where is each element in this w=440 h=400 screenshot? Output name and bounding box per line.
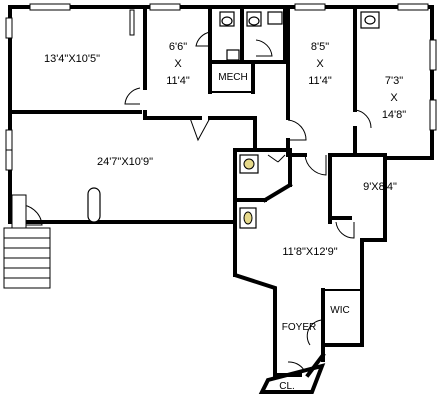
door-ne-bedroom-2 xyxy=(354,109,372,129)
room-bedroom-ne1-line2: X xyxy=(316,58,324,70)
closet-label: CL. xyxy=(279,381,295,392)
doors xyxy=(17,31,372,371)
stove-burner xyxy=(243,158,255,170)
fixtures xyxy=(87,11,380,229)
window-w-2 xyxy=(5,149,13,171)
room-bedroom-mid-line1: 6'6" xyxy=(169,41,187,53)
room-bedroom-ne2-line2: X xyxy=(390,92,398,104)
window-n-3 xyxy=(294,3,326,11)
window-w-1 xyxy=(5,129,13,151)
room-bedroom-ne1-line3: 11'4" xyxy=(308,75,332,87)
window-divider xyxy=(129,9,135,36)
kitchen-sink-basin xyxy=(243,211,253,225)
door-living xyxy=(189,117,211,142)
foyer-label: FOYER xyxy=(282,322,316,333)
door-kitchen xyxy=(335,221,355,239)
mech-label: MECH xyxy=(218,72,247,83)
room-east-label: 9'X8'4" xyxy=(363,181,397,193)
room-living-label: 24'7"X10'9" xyxy=(97,156,153,168)
room-bedroom-ne1-line1: 8'5" xyxy=(311,41,329,53)
door-east-room xyxy=(304,154,327,176)
door-ne-bedroom-1 xyxy=(287,119,307,141)
door-nw-bedroom xyxy=(124,87,141,105)
window-n-4 xyxy=(397,3,429,11)
door-closet xyxy=(287,361,305,371)
window-e-2 xyxy=(429,99,437,131)
door-bath-1 xyxy=(195,31,211,47)
window-n-2 xyxy=(149,3,181,11)
door-wic xyxy=(306,319,324,346)
wic-label: WIC xyxy=(330,305,349,316)
sink-bath xyxy=(267,11,283,25)
room-bedroom-nw-label: 13'4"X10'5" xyxy=(44,53,100,65)
sink-ne-basin xyxy=(364,15,376,25)
interior-walls xyxy=(8,5,387,394)
column xyxy=(87,187,101,223)
window-n-1 xyxy=(29,3,71,11)
door-bath-2 xyxy=(255,39,273,57)
windows xyxy=(5,3,437,171)
room-bedroom-mid-line2: X xyxy=(174,58,182,70)
room-bedroom-mid-line3: 11'4" xyxy=(166,75,190,87)
toilet-1-bowl xyxy=(221,16,233,26)
room-kitchen-label: 11'8"X12'9" xyxy=(282,246,337,258)
room-labels: 13'4"X10'5" 6'6" X 11'4" 8'5" X 11'4" 7'… xyxy=(44,41,406,392)
window-nw-1 xyxy=(5,17,13,39)
window-e-1 xyxy=(429,39,437,71)
room-bedroom-ne2-line3: 14'8" xyxy=(382,109,406,121)
stairs xyxy=(3,194,51,289)
sink-bath-2 xyxy=(226,49,240,61)
toilet-2-bowl xyxy=(248,16,260,26)
room-bedroom-ne2-line1: 7'3" xyxy=(385,75,403,87)
